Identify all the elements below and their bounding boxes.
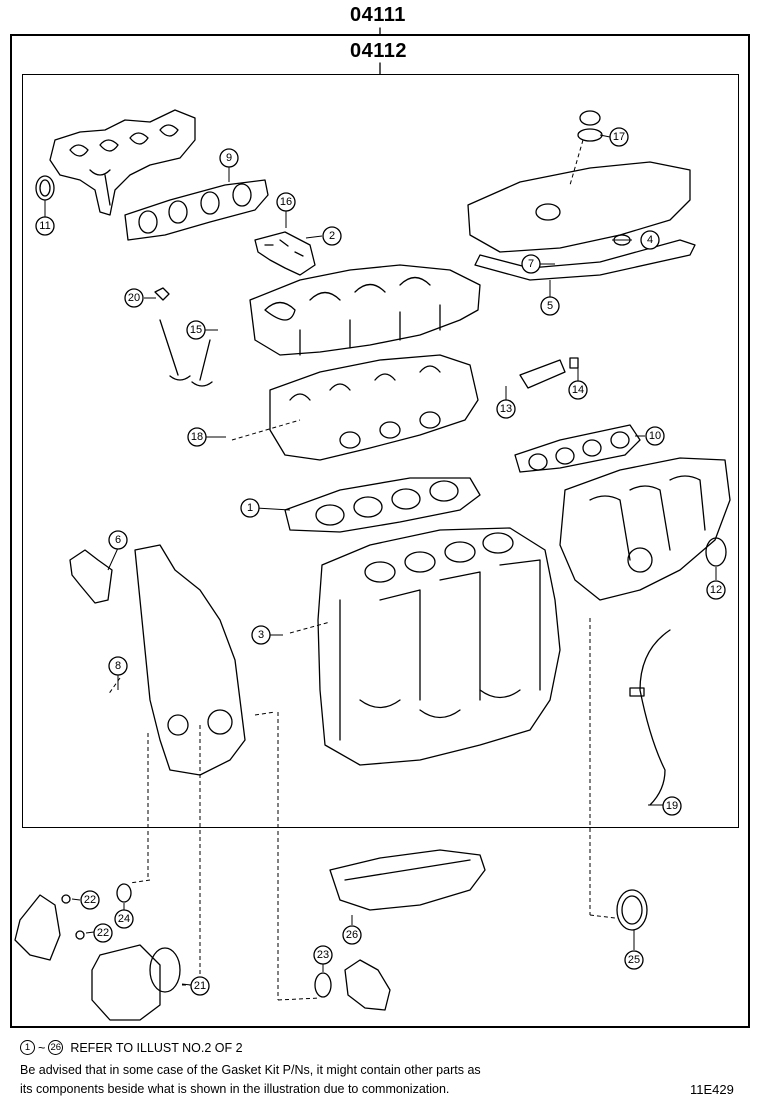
inner-kit-frame [22,74,739,828]
callout-2: 2 [329,230,335,242]
timing-chain-cover [134,544,246,776]
refer-note: 1 ~ 26 REFER TO ILLUST NO.2 OF 2 [20,1040,243,1055]
cylinder-head [269,354,479,461]
note-line-1: Be advised that in some case of the Gask… [20,1063,481,1077]
callout-5: 5 [547,300,553,312]
callout-21: 21 [194,980,206,992]
commonization-note: Be advised that in some case of the Gask… [20,1061,481,1099]
cylinder-block [317,527,561,766]
callout-9: 9 [226,152,232,164]
cylinder-head-gasket [284,477,481,533]
outer-kit-frame [10,34,750,1028]
callout-14: 14 [572,384,584,396]
callout-4: 4 [647,234,653,246]
callout-13: 13 [500,403,512,415]
oil-pan [329,849,486,911]
callout-24: 24 [118,913,130,925]
callout-26: 26 [346,929,358,941]
intake-manifold-gasket [514,424,641,473]
note-line-2: its components beside what is shown in t… [20,1082,450,1096]
callout-22b: 22 [97,927,109,939]
callout-6: 6 [115,534,121,546]
callout-11: 11 [39,220,50,232]
callout-7: 7 [528,258,534,270]
callout-8: 8 [115,660,121,672]
callout-12: 12 [710,584,722,596]
exhaust-manifold-shield [49,109,196,216]
callout-17: 17 [613,131,625,143]
callout-3: 3 [258,629,264,641]
callout-10: 10 [649,430,661,442]
callout-15: 15 [190,324,202,336]
intake-manifold [559,457,731,601]
exhaust-manifold-gasket [124,179,269,241]
cylinder-head-cover [467,161,696,281]
callout-23: 23 [317,949,329,961]
callout-16: 16 [280,196,292,208]
ref-start-number: 1 [20,1040,35,1055]
callout-1: 1 [247,502,253,514]
callout-25: 25 [628,954,640,966]
callout-19: 19 [666,800,678,812]
callout-22a: 22 [84,894,96,906]
callout-20: 20 [128,292,140,304]
ref-tilde: ~ [38,1040,46,1055]
callout-18: 18 [191,431,203,443]
inner-kit-code: 04112 [350,40,408,62]
ref-text: REFER TO ILLUST NO.2 OF 2 [70,1040,243,1055]
illustration-code: 11E429 [690,1082,734,1097]
ref-end-number: 26 [48,1040,64,1055]
camshaft-housing [249,264,481,356]
outer-kit-code: 04111 [350,4,406,26]
